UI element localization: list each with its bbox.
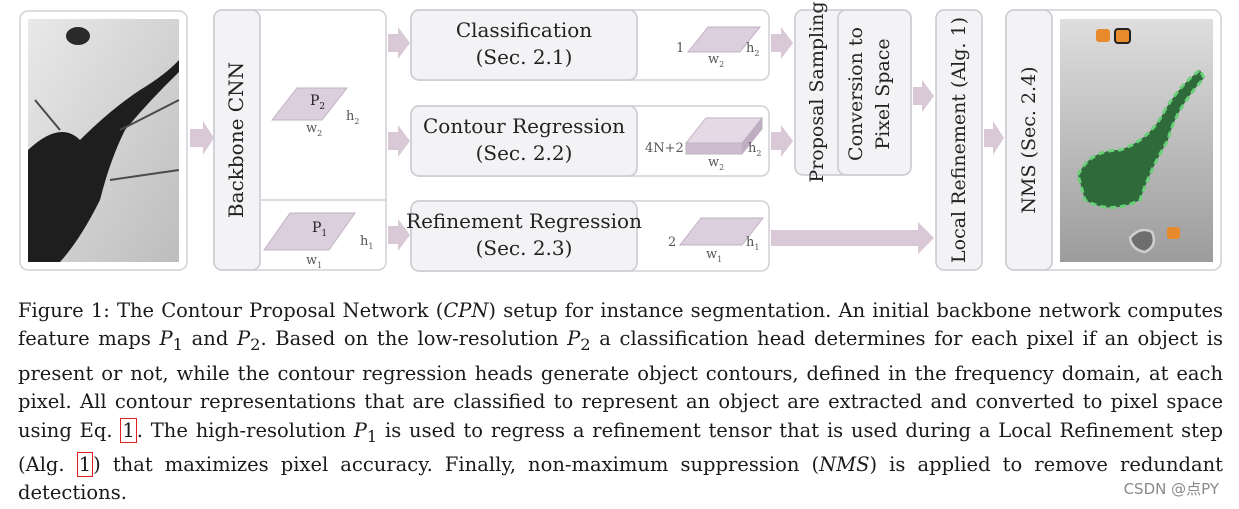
svg-text:4N+2: 4N+2 — [645, 141, 684, 156]
arrow-conversion-to-local — [913, 80, 934, 112]
contour-output-tensor: 4N+2 w2 h2 — [645, 116, 764, 172]
feature-map-p2: P2 w2 h2 — [270, 87, 359, 138]
arrow-to-refinement — [388, 219, 410, 251]
nms-box — [1005, 9, 1053, 271]
svg-text:h2: h2 — [748, 141, 761, 158]
svg-text:h1: h1 — [360, 234, 373, 251]
contour-title: Contour Regression — [423, 114, 625, 138]
arrow-cls-to-sampling — [771, 27, 793, 59]
algorithm-reference-link[interactable]: 1 — [76, 451, 94, 477]
svg-text:h2: h2 — [346, 109, 359, 126]
svg-text:2: 2 — [668, 235, 676, 250]
classification-box — [410, 9, 638, 81]
arrow-to-contour — [388, 125, 410, 157]
arrow-local-to-nms — [984, 121, 1004, 155]
classification-sec: (Sec. 2.1) — [476, 45, 573, 69]
feature-map-p1: P1 w1 h1 — [263, 212, 373, 270]
figure-caption: Figure 1: The Contour Proposal Network (… — [18, 299, 1224, 505]
cpn-diagram: Backbone CNN P2 w2 h2 P1 w1 h1 Classific… — [19, 1, 1222, 272]
contour-box — [410, 105, 638, 177]
backbone-column — [213, 9, 261, 271]
contour-sec: (Sec. 2.2) — [476, 141, 573, 165]
classification-title: Classification — [456, 18, 592, 42]
cpn-term: CPN — [443, 299, 489, 322]
refinement-sec: (Sec. 2.3) — [476, 236, 573, 260]
proposal-sampling-label: Proposal Sampling — [806, 1, 828, 182]
refinement-title: Refinement Regression — [406, 209, 642, 233]
svg-text:h1: h1 — [746, 235, 759, 252]
svg-text:w2: w2 — [306, 121, 322, 138]
conversion-label-line2: Pixel Space — [872, 38, 894, 149]
output-segmentation-image — [1060, 19, 1213, 262]
svg-text:w2: w2 — [708, 52, 724, 69]
local-refinement-box — [935, 9, 983, 271]
watermark: CSDN @点PY — [1123, 480, 1219, 498]
svg-text:w1: w1 — [706, 247, 722, 264]
arrow-input-to-backbone — [190, 121, 214, 155]
arrow-to-classification — [388, 27, 410, 59]
svg-text:h2: h2 — [746, 41, 759, 58]
arrow-contour-to-sampling — [771, 125, 793, 157]
svg-text:P1: P1 — [312, 220, 327, 239]
svg-text:w2: w2 — [708, 155, 724, 172]
svg-text:P2: P2 — [310, 93, 325, 112]
figure-label: Figure 1: — [18, 299, 110, 322]
nms-label: NMS (Sec. 2.4) — [1018, 66, 1040, 213]
conversion-box — [837, 9, 912, 176]
equation-reference-link[interactable]: 1 — [120, 417, 137, 443]
nms-term: NMS — [819, 452, 870, 476]
classification-output-tensor: 1 w2 h2 — [676, 26, 762, 69]
svg-text:w1: w1 — [306, 253, 322, 270]
local-refinement-label: Local Refinement (Alg. 1) — [948, 17, 970, 263]
refinement-output-tensor: 2 w1 h1 — [668, 217, 765, 264]
input-image-panel — [19, 10, 188, 271]
conversion-label-line1: Conversion to — [845, 27, 867, 161]
refinement-box — [410, 200, 638, 272]
backbone-label: Backbone CNN — [224, 62, 248, 218]
svg-text:1: 1 — [676, 41, 684, 56]
arrow-refinement-to-local — [771, 222, 934, 254]
